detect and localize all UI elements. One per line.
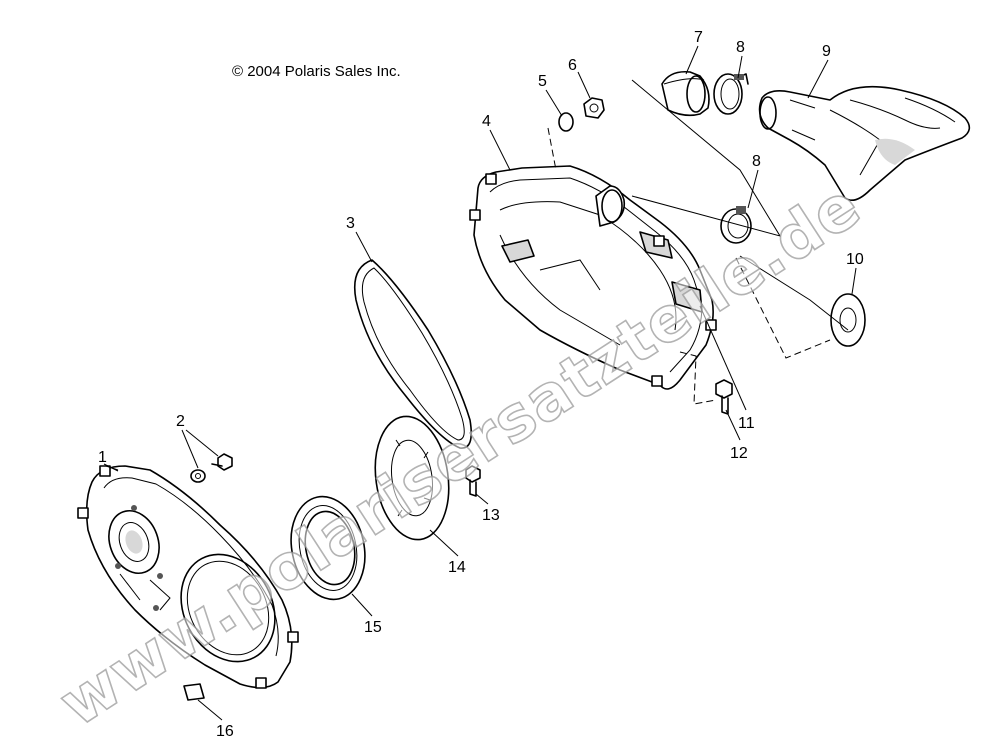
callout-1: 1: [98, 449, 107, 466]
callout-8-top: 8: [736, 39, 745, 56]
callouts: 1 2 3 4 5 6 7 8 8 9 10 11 12 13 14 15 16: [98, 29, 864, 740]
callout-15: 15: [364, 619, 382, 636]
callout-8-mid: 8: [752, 153, 761, 170]
part-12-bolt[interactable]: [715, 379, 733, 415]
callout-4: 4: [482, 113, 491, 130]
callout-10: 10: [846, 251, 864, 268]
part-5-o-ring[interactable]: [558, 112, 574, 132]
part-4-outer-clutch-cover[interactable]: [469, 165, 717, 390]
part-9-intake-duct[interactable]: [758, 85, 971, 201]
copyright-text: © 2004 Polaris Sales Inc.: [232, 63, 401, 80]
part-6-nut[interactable]: [583, 97, 605, 119]
part-7-coupler[interactable]: [661, 70, 710, 117]
callout-13: 13: [482, 507, 500, 524]
callout-3: 3: [346, 215, 355, 232]
part-16-tag[interactable]: [183, 683, 205, 701]
part-13-bolt[interactable]: [465, 465, 481, 497]
part-15-seal[interactable]: [282, 490, 374, 607]
callout-5: 5: [538, 73, 547, 90]
callout-11: 11: [738, 415, 755, 432]
callout-14: 14: [448, 559, 466, 576]
leader-lines: [103, 45, 857, 721]
part-8-clamp-top[interactable]: [713, 73, 749, 115]
callout-7: 7: [694, 29, 703, 46]
assembly-lines: [547, 79, 849, 405]
part-1-inner-clutch-cover[interactable]: [77, 465, 299, 689]
part-2-bolts[interactable]: [190, 453, 233, 483]
part-10-washer[interactable]: [830, 293, 866, 347]
part-8-clamp-mid[interactable]: [720, 206, 752, 244]
part-3-drive-belt[interactable]: [353, 259, 473, 449]
callout-12: 12: [730, 445, 748, 462]
callout-9: 9: [822, 43, 831, 60]
callout-2: 2: [176, 413, 185, 430]
part-14-plate[interactable]: [368, 412, 457, 545]
watermark: www.polarisersatzteile.de: [46, 168, 873, 740]
callout-16: 16: [216, 723, 234, 740]
callout-6: 6: [568, 57, 577, 74]
